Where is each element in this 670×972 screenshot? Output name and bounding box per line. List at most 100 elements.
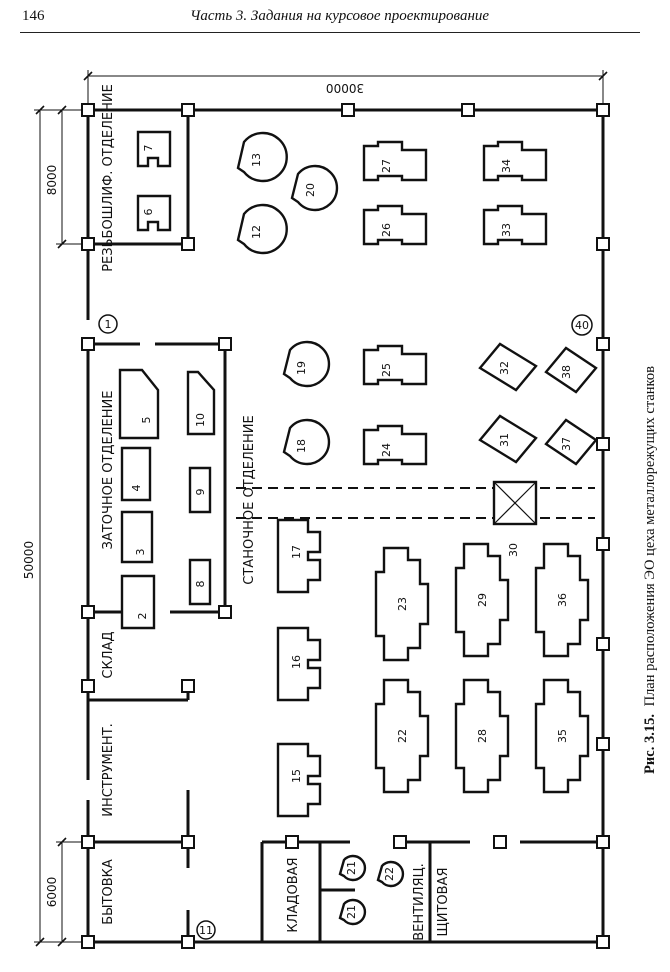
label-machine-hall: СТАНОЧНОЕ ОТДЕЛЕНИЕ [242,415,257,584]
label-thread-grinding: РЕЗЬБОШЛИФ. ОТДЕЛЕНИЕ [101,84,116,272]
machine-3: 3 [120,510,154,564]
svg-text:20: 20 [304,183,317,197]
svg-text:31: 31 [498,433,511,447]
machine-30: 29 [454,542,510,658]
svg-text:36: 36 [556,593,569,607]
label-pantry: КЛАДОВАЯ [286,857,301,932]
header-rule [20,32,640,33]
svg-text:21: 21 [345,861,358,875]
building-columns [81,103,610,949]
svg-text:5: 5 [140,417,153,424]
svg-text:24: 24 [380,443,393,457]
machine-9: 9 [188,466,212,514]
crane-31: 30 [492,480,538,557]
machine-22: 22 [376,860,405,888]
machine-29: 28 [454,678,510,794]
machine-24: 23 [374,546,430,662]
svg-text:19: 19 [295,361,308,375]
machine-17: 18 [282,418,331,466]
machine-34: 33 [482,204,548,246]
svg-text:11: 11 [199,924,213,937]
svg-text:1: 1 [105,318,112,331]
axis-marker-40: 40 [571,314,593,336]
dimension-bay-top: 8000 [45,105,88,249]
caption-label: Рис. 3.15. [642,714,658,774]
machine-8: 8 [188,558,212,606]
machine-27: 26 [362,204,428,246]
svg-text:18: 18 [295,439,308,453]
svg-text:26: 26 [380,223,393,237]
machine-23: 22 [374,678,430,794]
equipment: 7 6 13 20 12 27 34 26 33 19 18 25 24 32 … [118,130,598,926]
svg-text:7: 7 [142,145,155,152]
svg-text:28: 28 [476,729,489,743]
svg-text:22: 22 [396,729,409,743]
svg-text:33: 33 [500,223,513,237]
svg-text:6: 6 [142,209,155,216]
machine-36: 35 [534,678,590,794]
machine-20: 21 [338,854,367,882]
svg-text:15: 15 [290,769,303,783]
axis-marker-11: 11 [196,920,216,940]
machine-2: 2 [120,574,156,630]
figure-caption: Рис. 3.15. План расположения ЭО цеха мет… [642,366,658,774]
svg-text:25: 25 [380,363,393,377]
page-number: 146 [22,8,45,24]
svg-text:23: 23 [396,597,409,611]
machine-28: 27 [362,140,428,182]
machine-25: 24 [362,424,428,466]
dim-bay-bottom-text: 6000 [45,877,59,908]
svg-text:37: 37 [560,437,573,451]
machine-14: 15 [276,742,322,818]
machine-10: 10 [186,370,216,436]
svg-text:2: 2 [136,613,149,620]
dim-length-text: 50000 [22,541,36,579]
machine-7: 7 [136,130,172,168]
label-tool: ИНСТРУМЕНТ. [101,723,116,817]
machine-13: 13 [236,131,288,183]
machine-4: 4 [120,446,152,502]
svg-text:35: 35 [556,729,569,743]
svg-text:34: 34 [500,159,513,173]
machine-32: 31 [478,414,538,464]
svg-text:32: 32 [498,361,511,375]
dim-width-text: 30000 [326,81,364,95]
machine-39: 38 [544,346,598,394]
label-warehouse: СКЛАД [101,631,116,678]
svg-text:Рис. 3.15. План располож: Рис. 3.15. План расположения ЭО цеха мет… [642,366,658,774]
label-switchboard: ЩИТОВАЯ [436,868,451,937]
svg-text:10: 10 [194,413,207,427]
machine-33: 32 [478,342,538,392]
svg-text:3: 3 [134,549,147,556]
svg-text:8: 8 [194,581,207,588]
label-household: БЫТОВКА [101,859,116,925]
machine-5: 5 [118,368,160,440]
svg-text:22: 22 [383,867,396,881]
crane-rails [236,487,595,519]
dimension-length: 50000 [22,105,88,947]
machine-12: 12 [236,203,288,255]
label-sharpening: ЗАТОЧНОЕ ОТДЕЛЕНИЕ [101,391,116,550]
running-title: Часть 3. Задания на курсовое проектирова… [190,8,490,24]
machine-18: 19 [282,340,331,388]
svg-text:12: 12 [250,225,263,239]
machine-6: 6 [136,194,172,232]
svg-text:40: 40 [575,319,589,332]
machine-37: 36 [534,542,590,658]
machine-38: 37 [544,418,598,466]
machine-26: 25 [362,344,428,386]
label-ventilation: ВЕНТИЛЯЦ. [412,863,427,941]
svg-text:29: 29 [476,593,489,607]
machine-16: 17 [276,518,322,594]
svg-text:17: 17 [290,545,303,559]
svg-text:16: 16 [290,655,303,669]
svg-text:21: 21 [345,905,358,919]
machine-19: 20 [290,164,339,212]
svg-text:27: 27 [380,159,393,173]
svg-text:30: 30 [507,543,520,557]
dimension-bay-bottom: 6000 [45,837,88,947]
machine-35: 34 [482,140,548,182]
svg-text:38: 38 [560,365,573,379]
room-labels: РЕЗЬБОШЛИФ. ОТДЕЛЕНИЕ ЗАТОЧНОЕ ОТДЕЛЕНИЕ… [101,84,451,941]
